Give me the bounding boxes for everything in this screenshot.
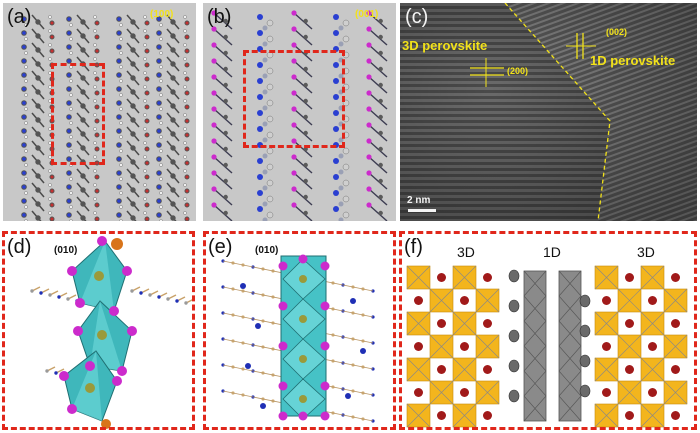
panel-e-structure: [221, 254, 375, 423]
phase-1d-label: 1D perovskite: [590, 53, 676, 68]
panel-f-label: (f): [404, 236, 423, 258]
panel-b-highlight-box: [243, 50, 345, 148]
panel-a-highlight-box: [51, 63, 105, 165]
tem-lattice: [400, 3, 697, 221]
panel-f-right-3d: 3D: [637, 244, 655, 260]
panel-d-orientation: (010): [54, 245, 78, 256]
panel-f-frame: [399, 231, 697, 430]
plane-1d-label: (002): [606, 27, 628, 37]
panel-e-label: (e): [208, 236, 233, 258]
panel-d-structure: [30, 236, 195, 429]
panel-e-frame: [203, 231, 396, 430]
panel-b-label: (b): [207, 6, 232, 28]
panel-d-frame: [2, 231, 195, 430]
panel-f-middle-1d: 1D: [543, 244, 561, 260]
panel-b: (b) (001): [203, 3, 396, 221]
panel-b-orientation: (001): [355, 9, 379, 20]
panel-c-tem-image: (c) 3D perovskite (200) (002) 1D perovsk…: [400, 3, 697, 221]
panel-a: (a) (100): [3, 3, 196, 221]
panel-c-label: (c): [405, 6, 429, 28]
panel-f: (f) 3D 1D 3D: [399, 231, 697, 430]
panel-e: (e) (010): [203, 231, 396, 430]
phase-3d-label: 3D perovskite: [402, 38, 488, 53]
plane-3d-label: (200): [507, 66, 529, 76]
panel-e-orientation: (010): [255, 245, 279, 256]
panel-d: (d) (010): [2, 231, 195, 430]
panel-f-left-3d: 3D: [457, 244, 475, 260]
panel-f-schematic: [406, 265, 688, 428]
panel-a-label: (a): [7, 6, 32, 28]
panel-a-orientation: (100): [150, 9, 174, 20]
scale-bar-label: 2 nm: [407, 195, 431, 206]
panel-d-label: (d): [7, 236, 32, 258]
